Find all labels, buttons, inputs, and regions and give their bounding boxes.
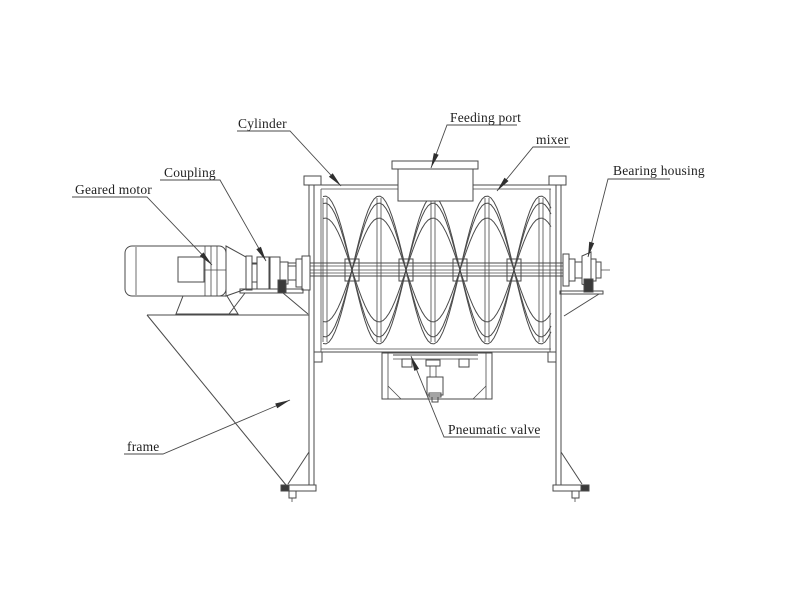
- shaft-disc: [295, 258, 303, 288]
- label-geared-motor: Geared motor: [75, 182, 152, 197]
- gearbox-flange: [245, 255, 253, 291]
- left-foot-block: [280, 484, 290, 492]
- bearing-end-cap: [595, 261, 602, 279]
- discharge-box: [381, 352, 493, 400]
- shaft-hub: [506, 258, 522, 282]
- bearing-brace: [563, 293, 600, 317]
- frame-diagonal: [146, 314, 287, 486]
- leader-geared-motor: [72, 196, 213, 266]
- leader-feeding-port-arrowhead: [431, 153, 439, 168]
- support-brace: [282, 292, 309, 315]
- leader-coupling: [160, 179, 267, 262]
- valve-stem-collar: [425, 359, 441, 367]
- coupling-support-shelf: [239, 288, 304, 294]
- left-anchor-bolt: [288, 490, 297, 499]
- shaft-hubs: [344, 258, 522, 282]
- leader-bearing-housing: [587, 178, 670, 258]
- bearing-bolt: [583, 278, 594, 293]
- leader-frame: [124, 399, 291, 455]
- shaft-step: [251, 263, 258, 283]
- coupling-bolt: [277, 279, 287, 294]
- leader-mixer: [496, 146, 570, 192]
- right-leg-brace: [560, 451, 583, 485]
- hopper-chamfer: [472, 385, 487, 400]
- leader-lines: [72, 124, 670, 455]
- bearing-step: [568, 258, 576, 282]
- support-brace: [228, 292, 246, 315]
- leader-pneumatic-valve: [410, 355, 540, 438]
- ribbon-spokes: [322, 198, 544, 342]
- shaft-step: [287, 265, 297, 281]
- feeding-port: [391, 160, 479, 202]
- cylinder-body: [303, 175, 567, 486]
- left-leg-brace: [287, 451, 310, 485]
- bearing-step: [590, 258, 597, 282]
- motor-pedestal: [175, 295, 239, 315]
- label-coupling: Coupling: [164, 165, 216, 180]
- left-plate-top-flange: [303, 175, 322, 186]
- bearing-step: [574, 261, 583, 279]
- actuator-tip: [431, 396, 439, 403]
- left-shell-tab: [313, 351, 323, 363]
- coupling-half: [256, 256, 270, 290]
- leader-bearing-housing-arrowhead: [588, 241, 595, 257]
- leader-feeding-port: [430, 124, 517, 169]
- label-cylinder: Cylinder: [238, 116, 287, 131]
- motor-terminal-box: [177, 256, 205, 283]
- label-frame: frame: [127, 439, 159, 454]
- shaft-hub: [344, 258, 360, 282]
- machine-linework: [72, 124, 670, 502]
- pneumatic-valve-assembly: [381, 352, 493, 403]
- label-mixer: mixer: [536, 132, 569, 147]
- bearing-housing: [559, 251, 604, 317]
- leader-pneumatic-valve-arrowhead: [411, 356, 420, 371]
- frame-stand: [146, 314, 590, 502]
- shaft-hub: [398, 258, 414, 282]
- ribbon-wave: [322, 217, 552, 323]
- label-pneumatic-valve: Pneumatic valve: [448, 422, 541, 437]
- valve-actuator: [426, 376, 444, 396]
- leader-mixer-arrowhead: [497, 177, 509, 191]
- valve-plate-tab: [401, 358, 413, 368]
- label-feeding-port: Feeding port: [450, 110, 521, 125]
- part-labels: Cylinder Feeding port mixer Bearing hous…: [75, 110, 705, 454]
- feeding-port-box: [397, 167, 474, 202]
- right-anchor-bolt: [571, 490, 580, 499]
- feeding-port-flange: [391, 160, 479, 170]
- shaft-hub: [452, 258, 468, 282]
- leader-frame-arrowhead: [275, 400, 290, 409]
- right-shell-tab: [547, 351, 557, 363]
- hopper-chamfer: [387, 385, 402, 400]
- leader-cylinder: [237, 130, 342, 187]
- ribbon-wave: [322, 217, 552, 323]
- right-plate-top-flange: [548, 175, 567, 186]
- leader-geared-motor-arrowhead: [199, 252, 212, 265]
- label-bearing-housing: Bearing housing: [613, 163, 705, 178]
- bearing-support-shelf: [559, 290, 604, 295]
- right-foot-block: [580, 484, 590, 492]
- valve-plate-tab: [458, 358, 470, 368]
- wall-bearing-block: [301, 255, 311, 291]
- bearing-step: [562, 253, 570, 287]
- leader-cylinder-arrowhead: [328, 173, 341, 186]
- geared-motor: [124, 245, 252, 315]
- leader-coupling-arrowhead: [256, 246, 266, 261]
